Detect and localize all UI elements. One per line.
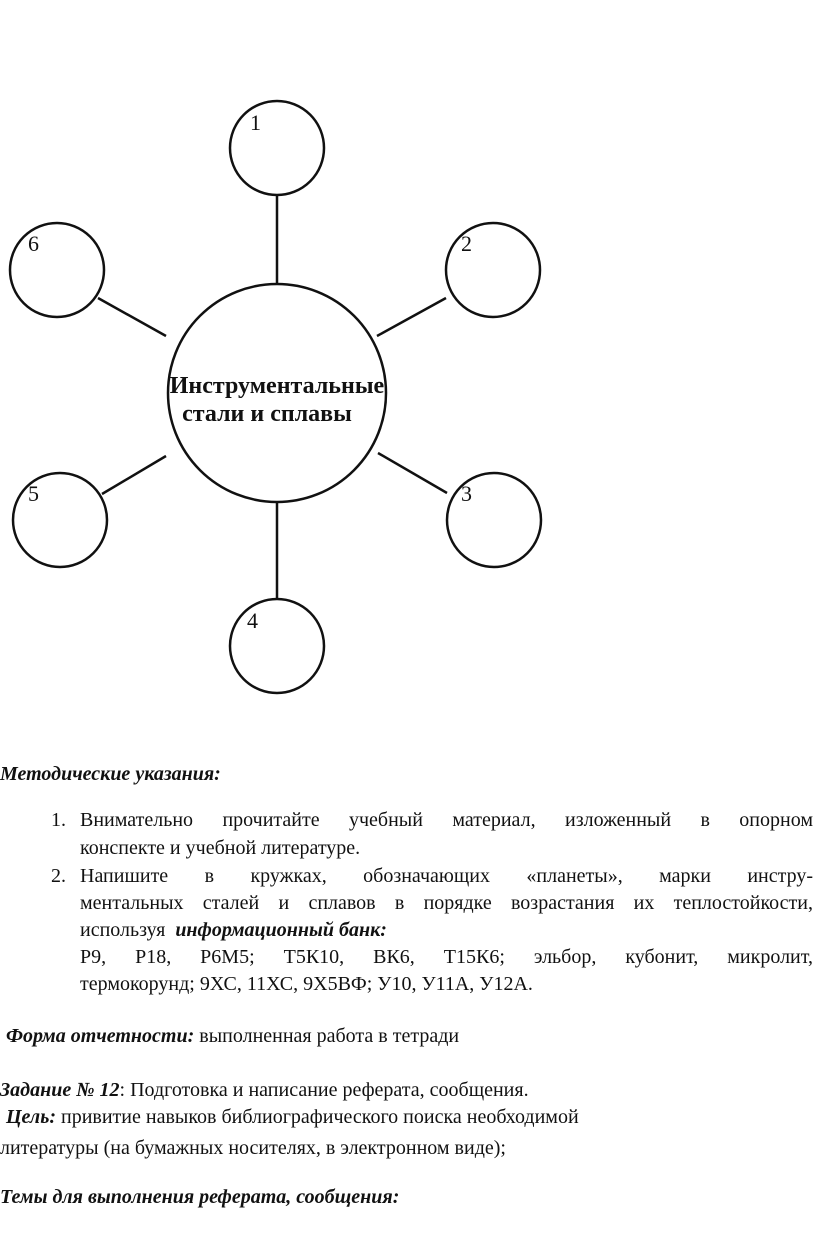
planet-diagram: Инструментальные стали и сплавы 1 2 3 4 … <box>8 99 543 695</box>
connector-2 <box>376 296 447 338</box>
center-label-line1: Инструментальные <box>170 373 385 399</box>
goal-continued: литературы (на бумажных носителях, в эле… <box>0 1137 506 1159</box>
item-line: ментальных сталей и сплавов в порядке во… <box>80 892 813 914</box>
satellite-label-1: 1 <box>250 110 261 135</box>
goal-value: привитие навыков библиографического поис… <box>61 1106 579 1128</box>
satellite-label-5: 5 <box>28 481 39 506</box>
item-line: используя информационный банк: <box>80 918 387 942</box>
connector-6 <box>97 296 167 338</box>
satellite-label-4: 4 <box>247 608 258 633</box>
task: Задание № 12: Подготовка и написание реф… <box>0 1078 529 1102</box>
report-form-label: Форма отчетности: <box>6 1025 195 1047</box>
item-number: 1. <box>51 809 66 831</box>
goal: Цель: привитие навыков библиографическог… <box>6 1105 579 1129</box>
center-label-line2: стали и сплавы <box>182 401 352 427</box>
report-form: Форма отчетности: выполненная работа в т… <box>6 1024 459 1048</box>
satellite-circle-2 <box>444 221 542 319</box>
guidelines-heading: Методические указания: <box>0 763 221 785</box>
center-circle <box>166 282 388 504</box>
item-text: используя <box>80 919 166 941</box>
satellite-label-2: 2 <box>461 231 472 256</box>
satellite-circle-4 <box>228 597 326 695</box>
item-number: 2. <box>51 865 66 887</box>
info-bank-list: Р9, Р18, Р6М5; Т5К10, ВК6, Т15К6; эльбор… <box>80 946 813 968</box>
satellite-label-3: 3 <box>461 481 472 506</box>
connector-5 <box>101 454 167 496</box>
satellite-circle-1 <box>228 99 326 197</box>
item-line: конспекте и учебной литературе. <box>80 837 361 859</box>
item-line: Внимательно прочитайте учебный материал,… <box>80 809 813 831</box>
satellite-circle-6 <box>8 221 106 319</box>
topics-heading: Темы для выполнения реферата, сообщения: <box>0 1186 400 1208</box>
info-bank-label: информационный банк: <box>175 919 387 941</box>
report-form-value: выполненная работа в тетради <box>199 1025 460 1047</box>
item-line: Напишите в кружках, обозначающих «планет… <box>80 865 813 887</box>
satellite-circle-5 <box>11 471 109 569</box>
info-bank-list: термокорунд; 9ХС, 11ХС, 9Х5ВФ; У10, У11А… <box>80 973 533 995</box>
goal-label: Цель: <box>6 1106 56 1128</box>
satellite-circle-3 <box>445 471 543 569</box>
connector-3 <box>377 451 448 495</box>
task-value: : Подготовка и написание реферата, сообщ… <box>119 1079 529 1101</box>
satellite-label-6: 6 <box>28 231 39 256</box>
task-label: Задание № 12 <box>0 1079 120 1101</box>
